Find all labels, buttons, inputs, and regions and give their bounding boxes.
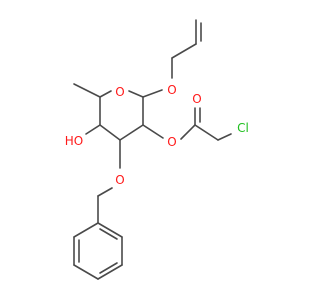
chloroacetate-group xyxy=(142,107,232,141)
bond-c3-c4 xyxy=(99,124,121,141)
bond-ch2-ch xyxy=(171,43,197,59)
benzyl-oxygen-label: O xyxy=(115,173,124,187)
allyl-oxygen-label: O xyxy=(167,83,176,97)
bond-c2-o-ester xyxy=(142,124,164,139)
phenyl-bond-3 xyxy=(97,264,123,280)
benzyloxy-group xyxy=(97,139,121,224)
pyranose-ring xyxy=(99,90,144,141)
phenyl-bond-4 xyxy=(73,264,99,280)
bond-c4-oh xyxy=(85,124,101,135)
ring-oxygen-label: O xyxy=(115,85,124,99)
phenyl-ring xyxy=(73,222,123,280)
ester-oxygen-label: O xyxy=(167,135,176,149)
bond-o-ester-carbonyl-c xyxy=(180,124,196,140)
carbonyl-oxygen-label: O xyxy=(192,92,201,106)
phenyl-inner-bond-2 xyxy=(99,262,118,274)
phenyl-bond-6 xyxy=(73,222,99,238)
allyloxy-group xyxy=(142,19,202,98)
bond-o5-c1 xyxy=(128,90,144,98)
bond-c5-o5 xyxy=(99,90,112,98)
bond-o-benzyl-ch2 xyxy=(97,187,113,197)
bond-c5-methyl xyxy=(73,83,101,98)
phenyl-bond-1 xyxy=(97,222,123,238)
structure-canvas: O O O O Cl HO O xyxy=(65,19,249,280)
bond-c2-c3 xyxy=(119,124,144,141)
molecule-diagram: O O O O Cl HO O xyxy=(65,19,249,280)
bond-c1-o-allyl xyxy=(142,89,163,98)
chlorine-label: Cl xyxy=(237,121,249,135)
bond-ch2-cl xyxy=(217,133,232,141)
bond-carbonyl-c-ch2 xyxy=(194,124,219,141)
phenyl-inner-bond-1 xyxy=(99,228,118,240)
hydroxyl-label: HO xyxy=(65,134,83,148)
